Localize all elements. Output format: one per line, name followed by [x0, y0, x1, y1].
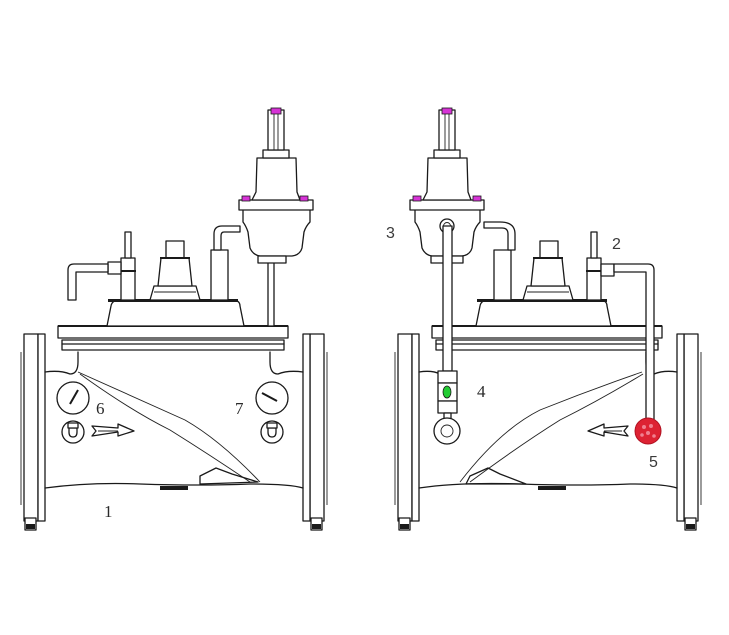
position-indicator-rod [433, 218, 461, 445]
flow-arrow-left-icon [587, 423, 629, 437]
callout-3: 3 [386, 225, 395, 242]
callout-7: 7 [235, 399, 244, 418]
inlet-pressure-gauge [56, 381, 90, 444]
right-bonnet [431, 240, 663, 351]
callout-2: 2 [612, 236, 621, 253]
green-indicator [442, 385, 452, 399]
callout-1: 1 [104, 502, 113, 521]
right-needle-valve [586, 231, 655, 421]
left-inlet-flange [20, 333, 46, 531]
outlet-pressure-gauge [255, 381, 289, 444]
left-valve-view: 1 6 7 [20, 107, 328, 531]
right-valve-body [418, 351, 678, 490]
strainer-ball [634, 417, 662, 445]
callout-5: 5 [649, 454, 658, 471]
left-needle-valve [67, 231, 136, 301]
callout-6: 6 [96, 399, 105, 418]
left-pilot-tube [210, 225, 275, 327]
flow-arrow-right-icon [91, 423, 135, 437]
left-bonnet [57, 240, 289, 351]
left-pressure-pilot [238, 107, 314, 264]
right-pressure-pilot [409, 107, 485, 264]
right-valve-view: 2 3 4 5 [386, 107, 702, 531]
callout-4: 4 [477, 382, 486, 401]
right-outlet-flange [394, 333, 420, 531]
left-valve-body [44, 351, 304, 490]
right-inlet-flange [676, 333, 702, 531]
left-outlet-flange [302, 333, 328, 531]
pilot-cap-marker [270, 107, 282, 115]
right-pilot-tube [483, 221, 516, 301]
